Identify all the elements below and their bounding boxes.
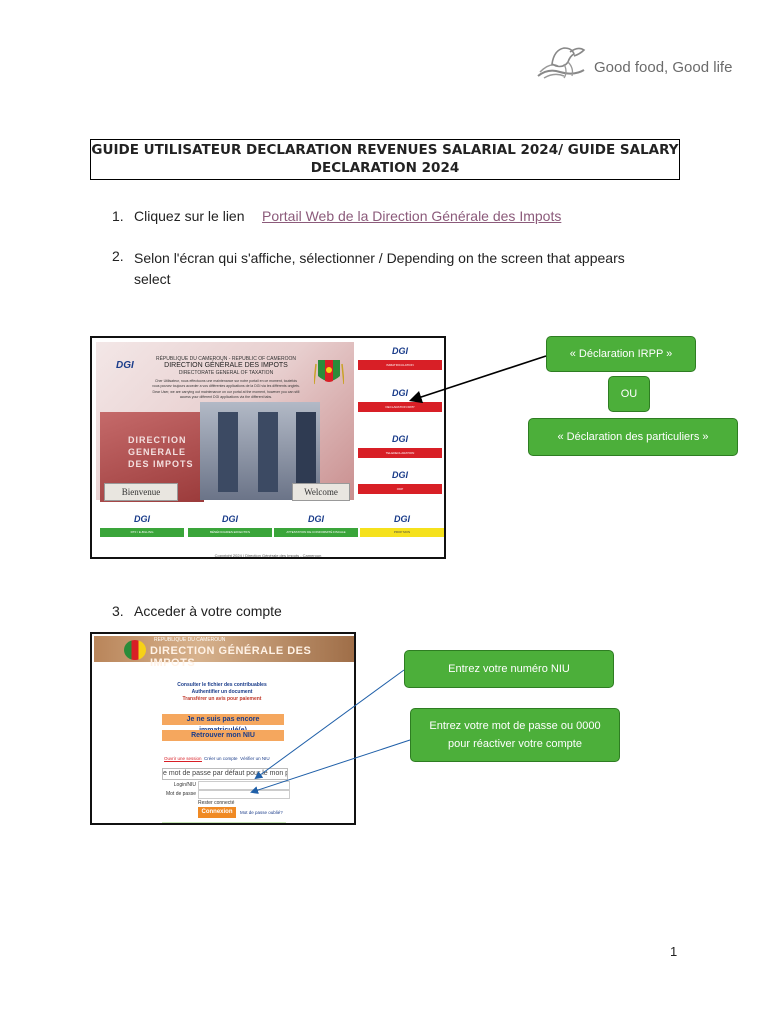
portal-header-text: RÉPUBLIQUE DU CAMEROUN - REPUBLIC OF CAM… xyxy=(152,356,300,399)
bottom-item-label: ATTESTATION DE CONFORMITÉ FISCALE xyxy=(274,528,358,537)
dgi-portal-link[interactable]: Portail Web de la Direction Générale des… xyxy=(262,208,562,224)
step-text: Cliquez sur le lien xyxy=(134,208,245,224)
side-item-teledeclaration[interactable]: DGI TELEDECLARATION xyxy=(358,434,442,458)
callout-enter-niu: Entrez votre numéro NIU xyxy=(404,650,614,688)
login-niu-label: Login/NIU xyxy=(173,782,196,788)
document-title: GUIDE UTILISATEUR DECLARATION REVENUES S… xyxy=(90,139,680,180)
company-logo: Good food, Good life xyxy=(534,40,734,84)
header-republic: RÉPUBLIQUE DU CAMEROUN - REPUBLIC OF CAM… xyxy=(155,356,297,362)
stay-connected-checkbox[interactable]: Rester connecté xyxy=(198,800,235,806)
dgi-logo: DGI xyxy=(221,514,238,524)
side-item-label: DECLARATION IRPP xyxy=(358,402,442,412)
not-registered-button[interactable]: Je ne suis pas encore immatriculé(e) xyxy=(162,714,284,734)
default-password-notice: e mot de passe par défaut pour le mon pr… xyxy=(162,768,288,780)
step-text: Selon l'écran qui s'affiche, sélectionne… xyxy=(134,250,625,287)
welcome-button[interactable]: Welcome xyxy=(292,483,350,501)
password-label: Mot de passe xyxy=(165,791,196,797)
step-text: Acceder à votre compte xyxy=(134,603,282,619)
tab-verify-niu[interactable]: Vérifier un NIU xyxy=(240,756,270,761)
page-number: 1 xyxy=(670,944,678,959)
side-item-declaration-irpp[interactable]: DGI DECLARATION IRPP xyxy=(358,388,442,412)
dgi-logo: DGI xyxy=(391,470,408,480)
cameroon-emblem-icon xyxy=(124,640,146,660)
callout-enter-password: Entrez votre mot de passe ou 0000 pour r… xyxy=(410,708,620,762)
login-tabs: Ouvrir une session Créer un compte Vérif… xyxy=(164,756,270,762)
title-line-1: GUIDE UTILISATEUR DECLARATION REVENUES S… xyxy=(91,142,679,158)
link-authenticate[interactable]: Authentifier un document xyxy=(191,689,253,695)
dgi-portal-screenshot: DGI RÉPUBLIQUE DU CAMEROUN - REPUBLIC OF… xyxy=(90,336,446,559)
wall-lettering: DIRECTION GENERALE DES IMPOTS xyxy=(128,434,194,470)
wall-line: GENERALE xyxy=(128,447,187,457)
tagline: Good food, Good life xyxy=(594,59,733,76)
dgi-logo: DGI xyxy=(307,514,324,524)
login-banner: REPUBLIQUE DU CAMEROUN DIRECTION GÉNÉRAL… xyxy=(94,636,354,669)
side-item-label: TELEDECLARATION xyxy=(358,448,442,458)
login-footer xyxy=(162,822,286,823)
bienvenue-button[interactable]: Bienvenue xyxy=(104,483,178,501)
side-item-immatriculation[interactable]: DGI IMMATRICULATION xyxy=(358,346,442,370)
link-transfer[interactable]: Transférer un avis pour paiement xyxy=(182,696,262,702)
forgot-password-link[interactable]: Mot de passe oublié? xyxy=(240,810,283,815)
bottom-item-dtf[interactable]: DGI DTF / E-BILLING xyxy=(100,514,184,537)
side-item-odp[interactable]: DGI ODP xyxy=(358,470,442,494)
step-number: 3. xyxy=(112,603,124,619)
login-page-screenshot: REPUBLIQUE DU CAMEROUN DIRECTION GÉNÉRAL… xyxy=(90,632,356,825)
side-item-label: ODP xyxy=(358,484,442,494)
banner-title: DIRECTION GÉNÉRALE DES IMPOTS xyxy=(150,645,312,669)
bottom-item-prop-mon[interactable]: DGI PROP MON xyxy=(360,514,444,537)
portal-copyright: Copyright 2024 | Direction Générale des … xyxy=(214,553,322,558)
password-input[interactable] xyxy=(198,790,290,799)
step-number: 1. xyxy=(112,208,124,224)
link-consult[interactable]: Consulter le fichier des contribuables xyxy=(177,682,267,688)
dgi-logo: DGI xyxy=(391,388,408,398)
bottom-item-attestation[interactable]: DGI ATTESTATION DE CONFORMITÉ FISCALE xyxy=(274,514,358,537)
title-line-2: DECLARATION 2024 xyxy=(310,160,460,176)
step-number: 2. xyxy=(112,248,124,264)
notice-fr: Cher Utilisateur, nous effectuons une ma… xyxy=(152,379,300,388)
notice-en: Dear User, we are carrying out maintenan… xyxy=(152,390,300,399)
side-item-label: IMMATRICULATION xyxy=(358,360,442,370)
callout-declaration-irpp: « Déclaration IRPP » xyxy=(546,336,696,372)
bottom-item-label: DTF / E-BILLING xyxy=(100,528,184,537)
portal-hero: DGI RÉPUBLIQUE DU CAMEROUN - REPUBLIC OF… xyxy=(96,342,354,502)
dgi-logo: DGI xyxy=(391,346,408,356)
header-dgt: DIRECTORATE GENERAL OF TAXATION xyxy=(178,370,274,376)
dgi-logo: DGI xyxy=(116,360,134,371)
dgi-logo: DGI xyxy=(133,514,150,524)
callout-ou: OU xyxy=(608,376,650,412)
dgi-logo: DGI xyxy=(391,434,408,444)
login-niu-input[interactable] xyxy=(198,781,290,790)
dgi-logo: DGI xyxy=(393,514,410,524)
bottom-item-label: PROP MON xyxy=(360,528,444,537)
bottom-item-label: BÉNÉFICIAIRES EFFECTIFS xyxy=(188,528,272,537)
cameroon-emblem-icon xyxy=(314,360,344,385)
tab-create-account[interactable]: Créer un compte xyxy=(204,756,238,761)
wall-line: DES IMPOTS xyxy=(128,459,194,469)
bottom-item-beneficiaires[interactable]: DGI BÉNÉFICIAIRES EFFECTIFS xyxy=(188,514,272,537)
nest-bird-logo-icon xyxy=(537,47,586,79)
callout-declaration-particuliers: « Déclaration des particuliers » xyxy=(528,418,738,456)
header-dgi: DIRECTION GÉNÉRALE DES IMPOTS xyxy=(164,362,288,369)
wall-line: DIRECTION xyxy=(128,435,187,445)
banner-subtitle: REPUBLIQUE DU CAMEROUN xyxy=(154,637,226,643)
connexion-button[interactable]: Connexion xyxy=(198,807,236,818)
tab-open-session[interactable]: Ouvrir une session xyxy=(164,756,202,762)
find-niu-button[interactable]: Retrouver mon NIU xyxy=(162,730,284,741)
login-links: Consulter le fichier des contribuables A… xyxy=(162,682,282,703)
